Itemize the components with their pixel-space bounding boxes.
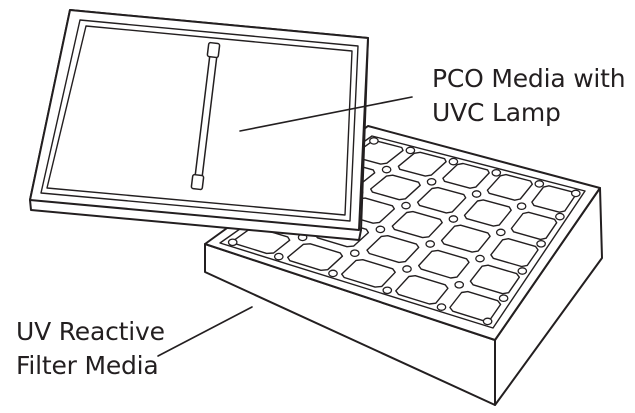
filter-hole [402,265,412,273]
uvc-lamp-bottom-cap [190,173,205,191]
uvc-lamp-top-cap [206,41,221,59]
filter-cell [418,249,470,279]
filter-hole [536,239,546,248]
uv-reactive-label: UV Reactive Filter Media [16,315,165,383]
uvc-lamp [190,41,221,191]
filter-hole [405,146,416,155]
filter-cell [442,162,490,189]
filter-hole [401,201,411,210]
filter-hole [534,180,545,188]
filter-cell [440,224,491,253]
filter-cell [469,264,520,295]
filter-cell [366,234,420,264]
filter-hole [475,254,485,263]
filter-cell [287,243,344,271]
filter-hole [382,286,393,295]
filter-cell [510,211,558,241]
filter-hole [273,252,284,261]
filter-hole [436,303,447,311]
filter-hole [454,280,465,289]
filter-hole [369,137,379,145]
filter-cell [370,174,421,201]
filter-cell [391,210,443,239]
pco-label-line-1: PCO Media with [432,64,626,93]
filter-cell [463,199,512,227]
filter-hole [482,317,493,326]
filter-hole [375,225,386,234]
panel-inner-frame-inner [46,25,353,216]
filter-hole [491,168,502,177]
filter-hole [517,267,528,275]
filter-hole [516,202,527,211]
filter-cell [416,186,467,214]
filter-hole [349,249,360,258]
filter-hole [425,240,436,248]
filter-hole [498,294,509,303]
uv-label-line-1: UV Reactive [16,317,165,346]
filter-hole [555,212,565,221]
filter-hole [448,157,459,166]
filter-cell [490,237,539,268]
pco-media-panel [29,9,369,241]
filter-hole [471,190,482,198]
filter-hole [227,238,238,247]
pco-leader-line [239,96,413,132]
filter-hole [448,215,459,223]
uv-label-line-2: Filter Media [16,351,159,380]
uv-leader-line [157,306,253,357]
pco-label-line-2: UVC Lamp [432,98,561,127]
filter-cell [341,259,396,288]
filter-hole [495,228,506,237]
filter-cell [395,275,449,305]
filter-hole [328,269,338,278]
filter-cell [486,173,533,201]
pco-media-label: PCO Media with UVC Lamp [432,62,626,130]
filter-hole [570,189,581,198]
filter-cell [397,151,447,177]
filter-cell [232,227,291,255]
filter-hole [426,177,437,186]
filter-hole [381,165,392,174]
